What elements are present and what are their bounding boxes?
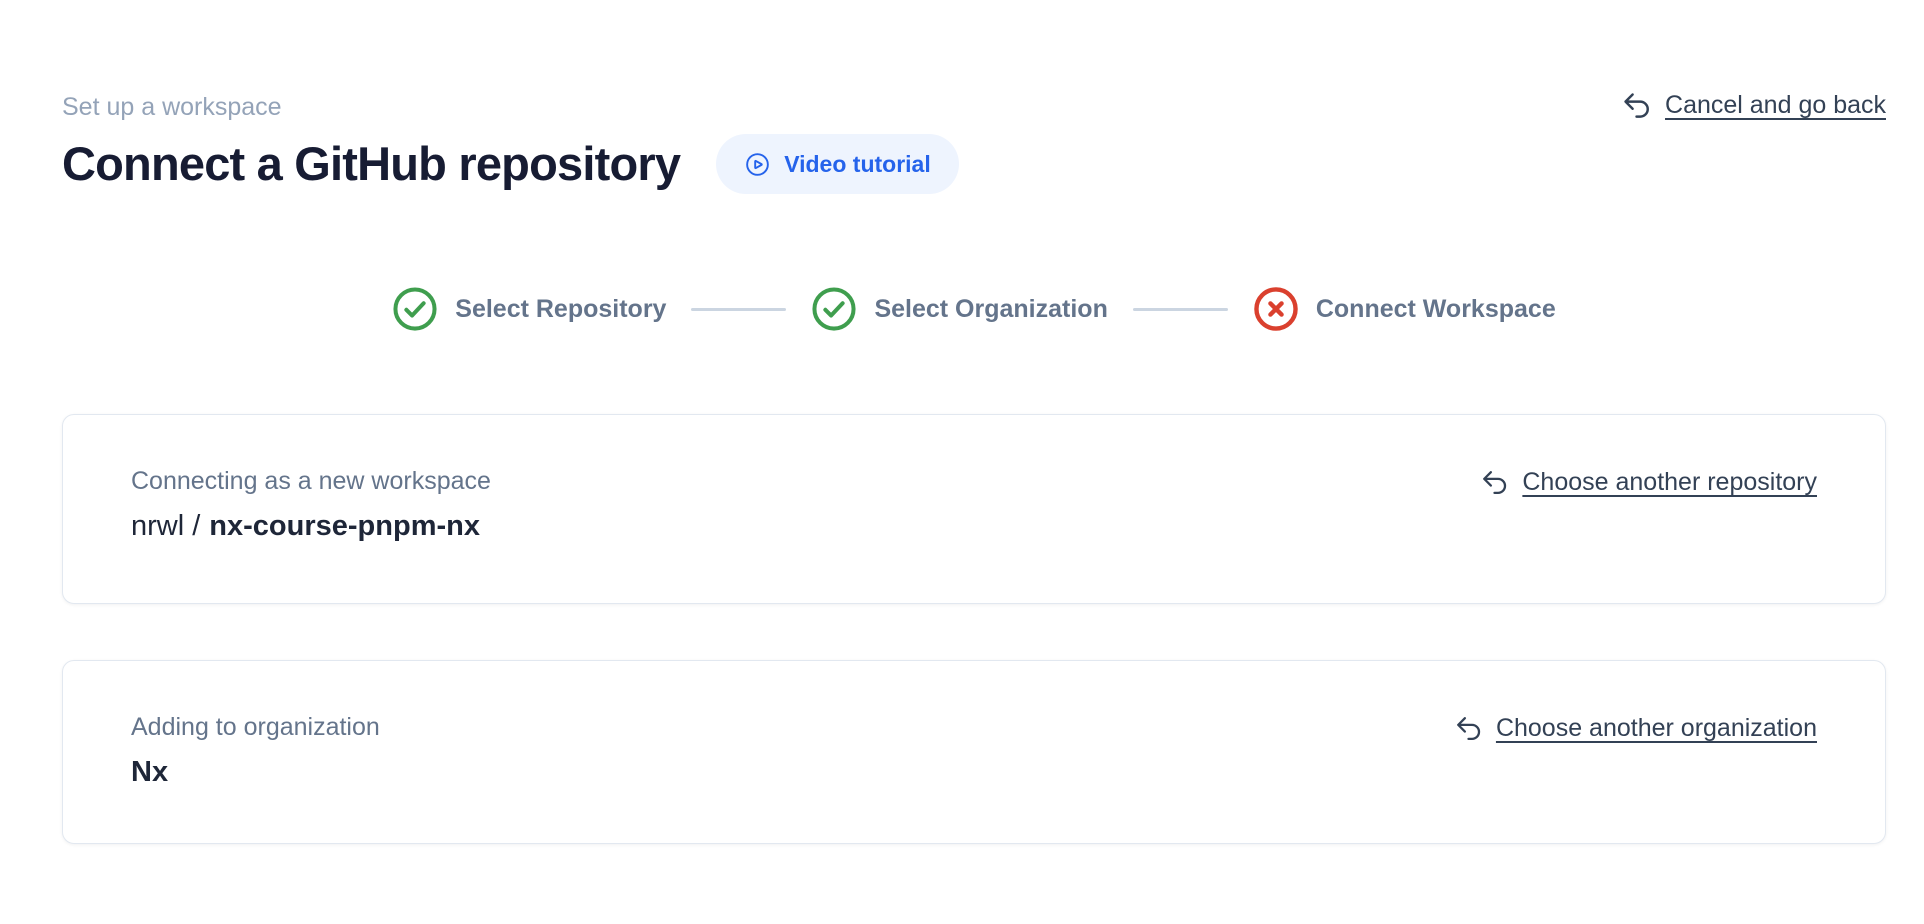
organization-name-row: Nx [131,753,380,791]
video-tutorial-label: Video tutorial [784,150,931,177]
page-title: Connect a GitHub repository [62,137,681,190]
cancel-and-go-back-link[interactable]: Cancel and go back [1621,90,1886,121]
repository-card-info: Connecting as a new workspace nrwl / nx-… [131,465,491,545]
repository-repo-name: nx-course-pnpm-nx [209,510,480,542]
repository-owner: nrwl / [131,510,201,542]
step-select-organization: Select Organization [811,286,1108,332]
cancel-link-label: Cancel and go back [1665,91,1886,119]
organization-card-label: Adding to organization [131,713,380,741]
choose-another-organization-link[interactable]: Choose another organization [1454,714,1817,743]
eyebrow-label: Set up a workspace [62,93,282,121]
undo-arrow-icon [1480,468,1509,497]
step-connector [691,307,787,311]
step-label: Select Repository [455,294,667,323]
setup-stepper: Select Repository Select Organization Co… [62,286,1886,332]
x-circle-icon [1253,286,1299,332]
page-header: Set up a workspace Connect a GitHub repo… [62,90,1886,194]
step-label: Select Organization [874,294,1108,323]
repository-card: Connecting as a new workspace nrwl / nx-… [62,414,1886,604]
undo-arrow-icon [1454,714,1483,743]
step-select-repository: Select Repository [392,286,666,332]
setup-workspace-page: Set up a workspace Connect a GitHub repo… [62,90,1886,844]
choose-another-repository-link[interactable]: Choose another repository [1480,468,1817,497]
choose-organization-label: Choose another organization [1495,714,1817,742]
repository-card-label: Connecting as a new workspace [131,467,491,495]
organization-name: Nx [131,756,169,788]
step-connector [1132,307,1228,311]
repository-name: nrwl / nx-course-pnpm-nx [131,507,491,545]
step-label: Connect Workspace [1315,294,1556,323]
step-connect-workspace: Connect Workspace [1253,286,1556,332]
check-circle-icon [811,286,857,332]
organization-card: Adding to organization Nx Choose another… [62,660,1886,844]
title-row: Connect a GitHub repository Video tutori… [62,134,959,194]
organization-card-info: Adding to organization Nx [131,711,380,791]
play-circle-icon [744,151,771,178]
header-left: Set up a workspace Connect a GitHub repo… [62,90,959,194]
video-tutorial-button[interactable]: Video tutorial [716,134,959,194]
check-circle-icon [392,286,438,332]
undo-arrow-icon [1621,90,1652,121]
choose-repository-label: Choose another repository [1522,468,1817,496]
